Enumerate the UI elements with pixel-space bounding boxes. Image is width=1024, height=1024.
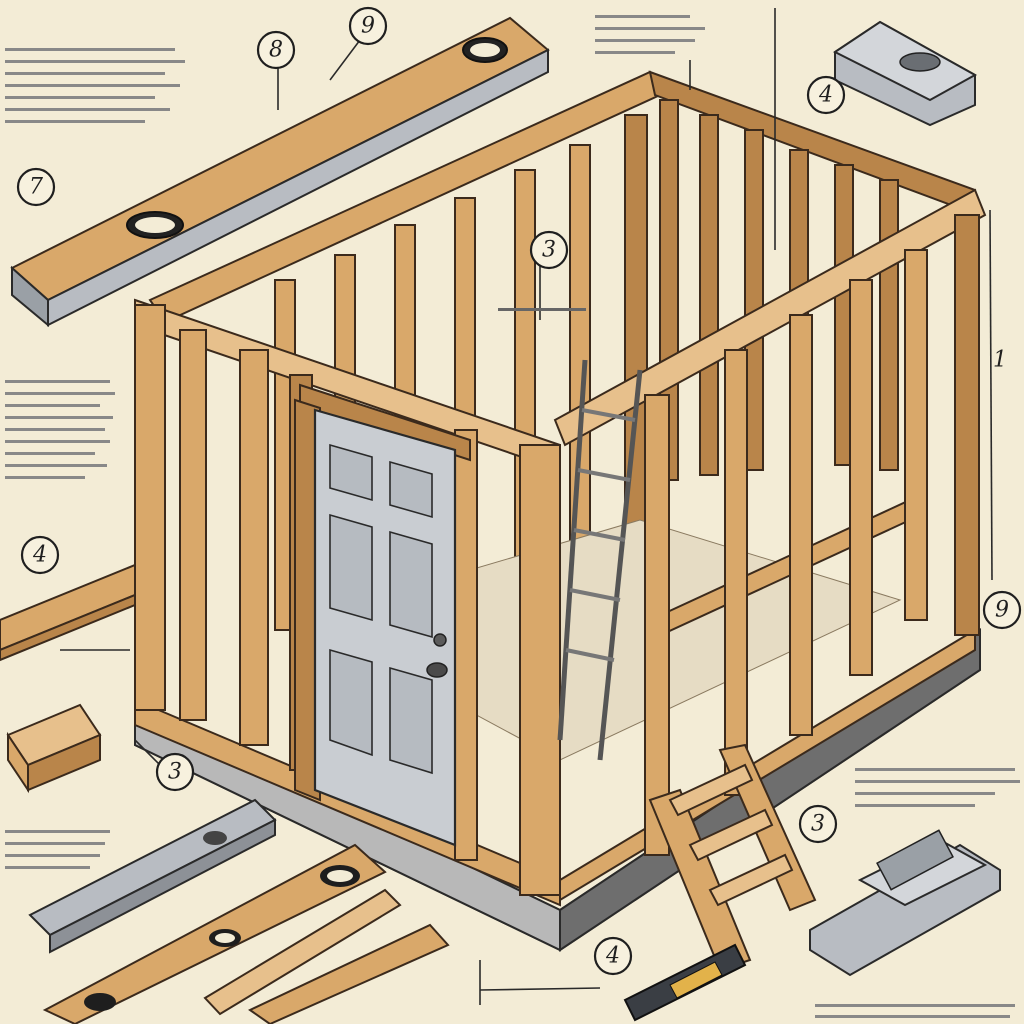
tape-measure-bottom <box>623 943 747 1022</box>
callout-label: 3 <box>542 238 556 263</box>
callout-c3: 7 <box>16 167 56 207</box>
callout-c5: 3 <box>529 230 569 270</box>
callout-c8: 9 <box>982 590 1022 630</box>
callout-label: 1 <box>993 348 1007 373</box>
note-block-bottom-right <box>815 1004 1015 1018</box>
spirit-level-bottom-grey <box>28 798 277 954</box>
power-tool-bottom-right <box>809 829 1001 977</box>
callout-c6: 1 <box>993 348 1007 373</box>
door-knob-icon <box>433 633 447 647</box>
step-ladder <box>648 743 817 972</box>
callout-c4: 4 <box>806 75 846 115</box>
door <box>313 408 457 847</box>
planks-bottom <box>203 888 450 1024</box>
note-block-bottom-left <box>5 830 110 869</box>
callout-label: 4 <box>818 83 833 108</box>
callout-c2: 9 <box>348 6 388 46</box>
leader-lines <box>60 8 993 1005</box>
note-block-center <box>498 308 586 311</box>
interior-ladder <box>557 359 643 761</box>
callout-label: 3 <box>811 812 825 837</box>
callout-label: 9 <box>995 598 1009 623</box>
callout-c10: 3 <box>798 804 838 844</box>
note-block-right <box>855 768 1020 807</box>
door-handle-icon <box>426 662 448 678</box>
callout-label: 9 <box>361 14 375 39</box>
callout-label: 4 <box>605 944 620 969</box>
spirit-level-top <box>10 16 550 328</box>
note-block-left <box>5 380 115 479</box>
callout-label: 4 <box>32 543 47 568</box>
callout-label: 7 <box>29 175 43 200</box>
callout-c1: 8 <box>256 30 296 70</box>
back-right-studs <box>659 99 899 481</box>
callout-label: 8 <box>269 38 283 63</box>
note-block-top-left <box>5 48 185 123</box>
callout-c7: 4 <box>20 535 60 575</box>
note-blocks <box>5 15 1020 1018</box>
spirit-level-bottom-wood <box>42 843 387 1024</box>
block-tool-left <box>6 703 102 794</box>
callout-c9: 3 <box>155 752 195 792</box>
callout-label: 3 <box>168 760 182 785</box>
plank-left <box>0 563 136 662</box>
callout-c11: 4 <box>593 936 633 976</box>
note-block-top-center <box>595 15 705 54</box>
